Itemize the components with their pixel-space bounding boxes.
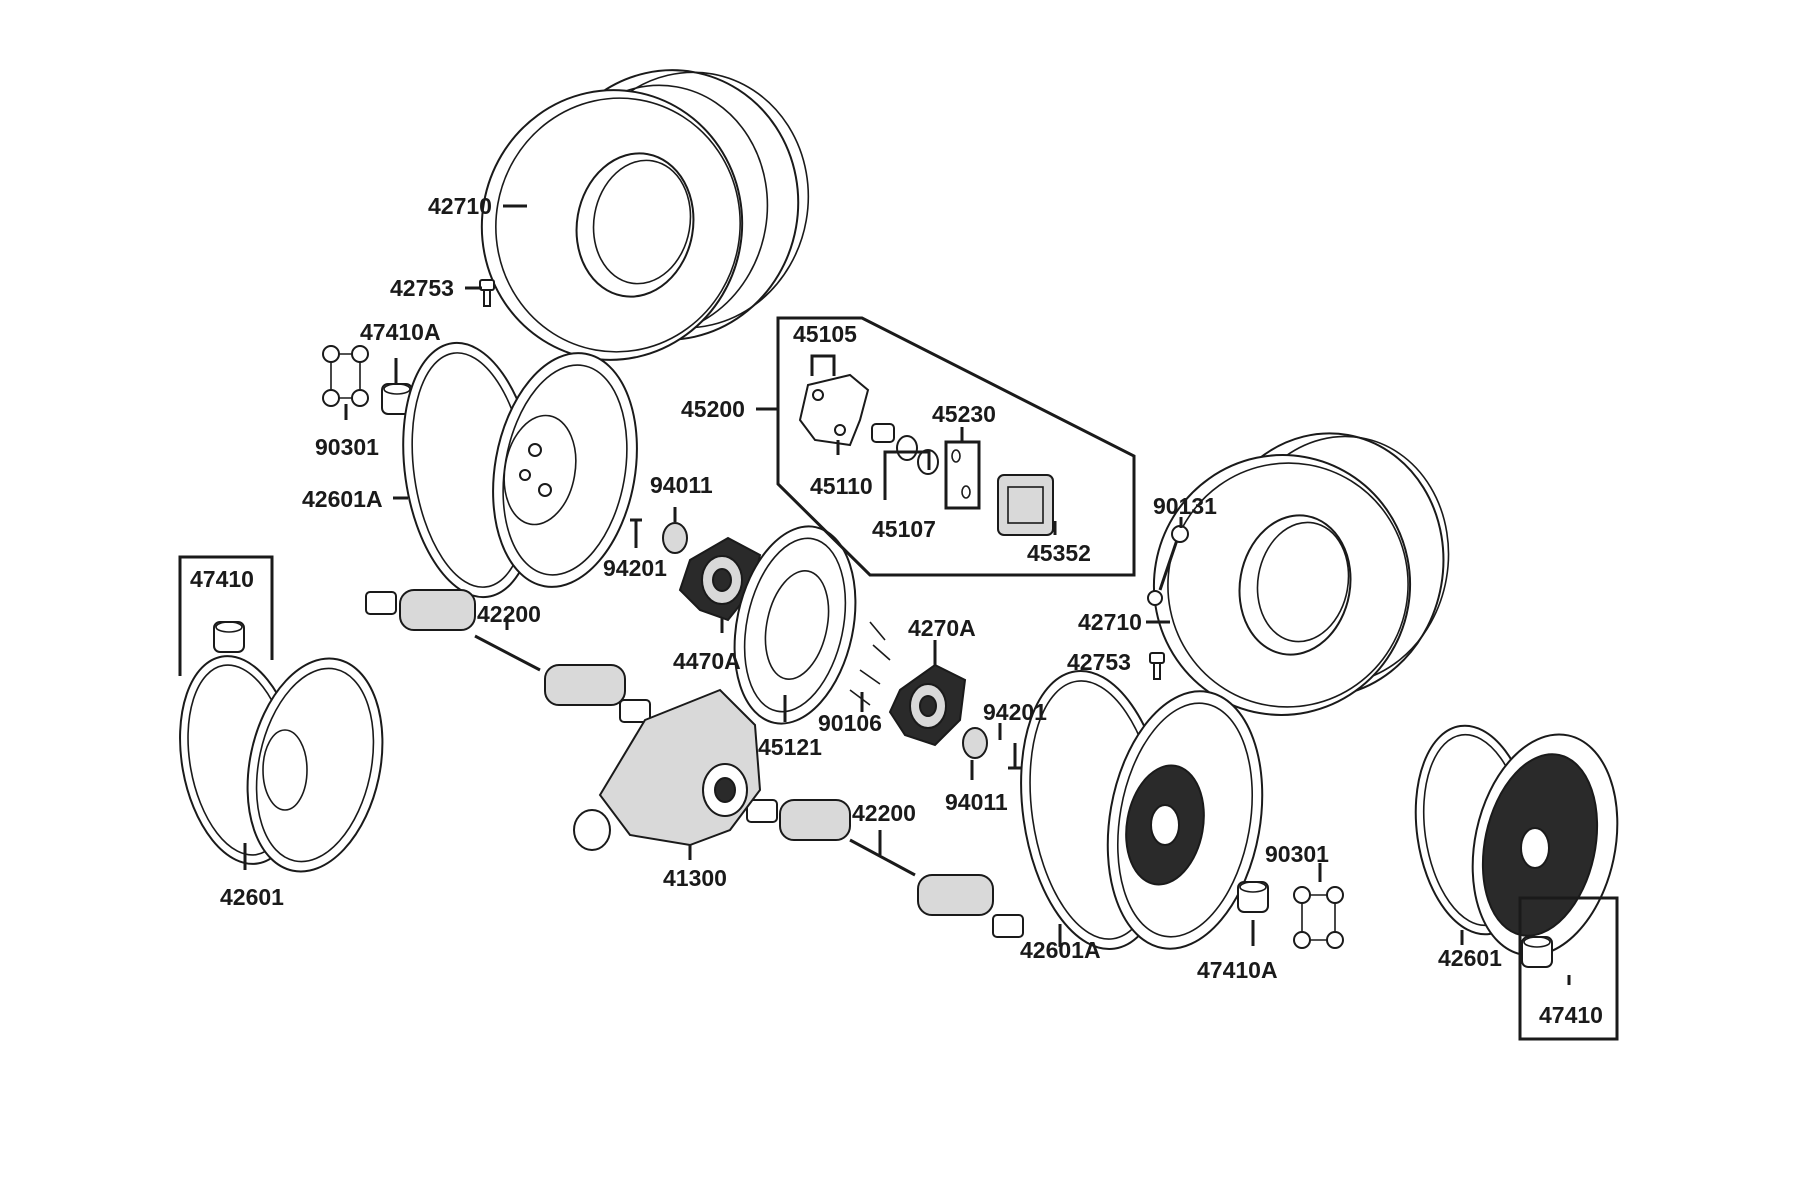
axle-lower <box>746 799 1024 938</box>
lug-nut-far-right <box>1521 936 1553 968</box>
valve-stem-upper <box>479 279 495 307</box>
cotter-pin-left <box>630 518 642 548</box>
label-94011-right: 94011 <box>945 789 1008 815</box>
differential <box>573 688 762 851</box>
label-94201: 94201 <box>603 555 667 581</box>
label-42601A-right: 42601A <box>1020 937 1101 963</box>
caliper-body-45352 <box>997 474 1054 536</box>
lug-nut-lower-left <box>213 621 245 653</box>
tire-upper-left <box>480 69 810 361</box>
label-47410-right: 47410 <box>1539 1002 1603 1028</box>
callout-box-lower-left <box>178 555 274 676</box>
label-42753-right: 42753 <box>1067 649 1131 675</box>
label-90301-right: 90301 <box>1265 841 1329 867</box>
label-42601-right: 42601 <box>1438 945 1502 971</box>
label-42753: 42753 <box>390 275 454 301</box>
label-42710-right: 42710 <box>1078 609 1142 635</box>
bolt-90131 <box>1147 525 1189 606</box>
tire-right <box>1152 432 1450 716</box>
label-42601A: 42601A <box>302 486 383 512</box>
bolts-90106 <box>849 621 891 706</box>
label-4270A: 4270A <box>908 615 976 641</box>
label-42601: 42601 <box>220 884 284 910</box>
label-47410A-right: 47410A <box>1197 957 1278 983</box>
label-45107: 45107 <box>872 516 936 542</box>
label-45230: 45230 <box>932 401 996 427</box>
label-42710: 42710 <box>428 193 492 219</box>
rim-lower-left <box>179 655 384 873</box>
label-45352: 45352 <box>1027 540 1091 566</box>
label-45200: 45200 <box>681 396 745 422</box>
label-42200-upper: 42200 <box>477 601 541 627</box>
brake-disc <box>733 525 857 725</box>
label-94201-right: 94201 <box>983 699 1047 725</box>
valve-stem-right <box>1149 652 1165 680</box>
pin-45105 <box>810 354 836 376</box>
seal-kit-45230 <box>944 440 981 510</box>
hub-left <box>678 536 762 622</box>
label-41300: 41300 <box>663 865 727 891</box>
caliper-kit-outline <box>776 316 1136 577</box>
stud-set-upper-left <box>322 345 369 407</box>
label-94011: 94011 <box>650 472 713 498</box>
label-47410: 47410 <box>190 566 254 592</box>
hub-right <box>888 663 967 747</box>
label-4470A: 4470A <box>673 648 741 674</box>
axle-upper <box>365 589 651 723</box>
callout-box-lower-right <box>1518 896 1619 1041</box>
stud-set-lower-right <box>1293 886 1344 949</box>
castle-nut-right <box>962 727 988 759</box>
part-labels: 42710 42753 47410A 90301 42601A 47410 42… <box>190 193 1603 1028</box>
label-90106: 90106 <box>818 710 882 736</box>
cotter-pin-right <box>1008 743 1022 770</box>
lug-nut-lower-right <box>1237 881 1269 913</box>
rim-lower-right <box>1020 670 1264 950</box>
label-45121: 45121 <box>758 734 822 760</box>
label-90301: 90301 <box>315 434 379 460</box>
label-45110: 45110 <box>810 473 873 499</box>
label-42200-lower: 42200 <box>852 800 916 826</box>
leader-lines <box>243 204 1571 985</box>
caliper-bracket <box>798 373 870 447</box>
castle-nut-left <box>662 522 688 554</box>
rim-far-right <box>1414 724 1619 957</box>
label-90131: 90131 <box>1153 493 1217 519</box>
label-47410A: 47410A <box>360 319 441 345</box>
rim-upper-left <box>402 341 638 599</box>
label-45105: 45105 <box>793 321 857 347</box>
